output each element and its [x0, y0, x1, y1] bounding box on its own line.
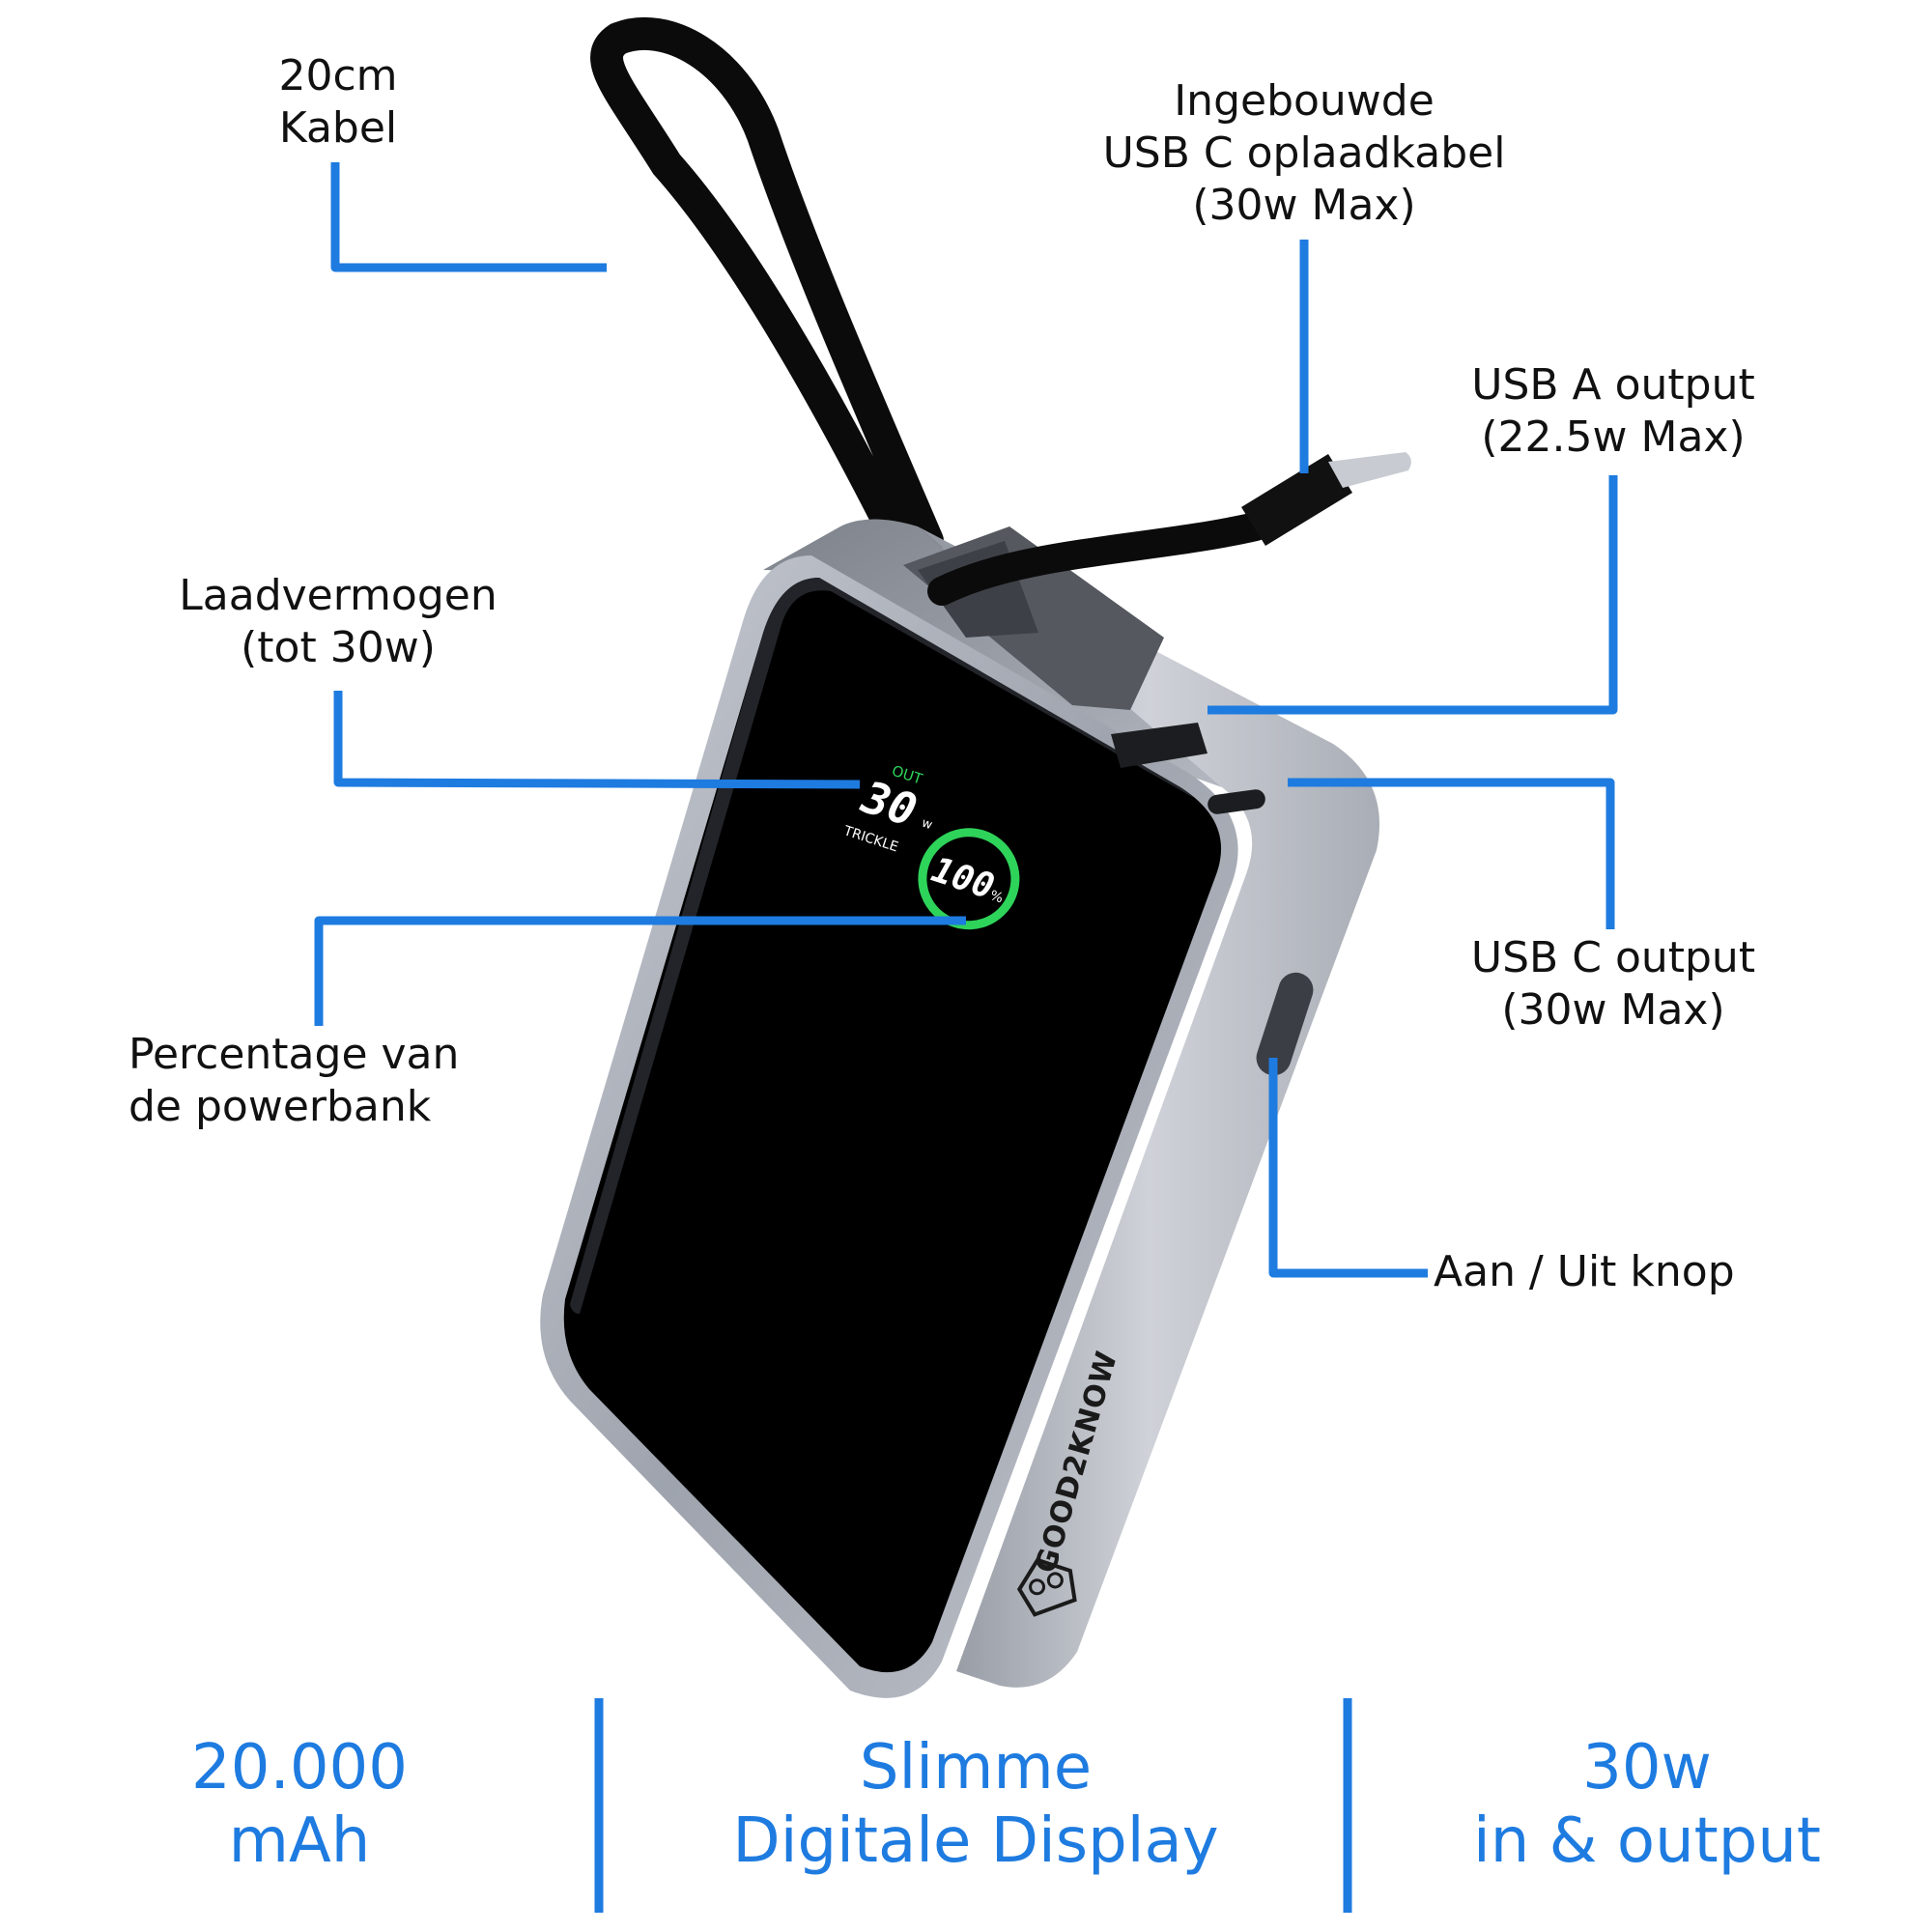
callout-percentage: Percentage van de powerbank — [128, 1029, 459, 1133]
feature-display-line1: Slimme — [859, 1732, 1093, 1804]
callout-usb-a-line2: (22.5w Max) — [1481, 412, 1746, 462]
callout-line-charging-power — [333, 691, 861, 789]
feature-display: Slimme Digitale Display — [676, 1731, 1275, 1878]
callout-builtin-cable-line1: Ingebouwde — [1174, 76, 1435, 126]
callout-charging-power-line2: (tot 30w) — [241, 623, 436, 672]
callout-line-usb-c — [1288, 778, 1615, 929]
callout-builtin-cable-line2: USB C oplaadkabel — [1102, 128, 1506, 178]
callout-cable-length-line1: 20cm — [278, 51, 398, 100]
power-button — [1256, 972, 1314, 1076]
device-top-face — [763, 519, 1222, 787]
callout-usb-a-line1: USB A output — [1471, 360, 1755, 410]
callout-line-usb-a — [1208, 475, 1618, 715]
feature-power: 30w in & output — [1420, 1731, 1874, 1878]
callout-builtin-cable: Ingebouwde USB C oplaadkabel (30w Max) — [1063, 75, 1546, 232]
usb-a-port — [1111, 723, 1208, 768]
cable-loop — [590, 17, 944, 567]
feature-capacity: 20.000 mAh — [106, 1731, 493, 1878]
feature-power-line1: 30w — [1582, 1732, 1712, 1804]
device-side-face — [918, 526, 1379, 1688]
callout-usb-c-line2: (30w Max) — [1501, 985, 1725, 1035]
feature-capacity-line2: mAh — [228, 1805, 371, 1877]
usb-c-plug-tip — [1328, 452, 1411, 488]
callout-percentage-line2: de powerbank — [128, 1082, 432, 1131]
callout-builtin-cable-line3: (30w Max) — [1192, 181, 1416, 230]
cable-to-plug — [927, 512, 1270, 606]
owl-logo-icon — [1016, 1557, 1077, 1617]
callout-lines — [314, 162, 1618, 1913]
display-power-unit: w — [920, 815, 934, 834]
callout-cable-length: 20cm Kabel — [251, 50, 425, 155]
callout-usb-c-line1: USB C output — [1470, 933, 1756, 982]
usb-c-plug-housing — [1241, 454, 1352, 546]
feature-power-line2: in & output — [1472, 1805, 1822, 1877]
callout-charging-power: Laadvermogen (tot 30w) — [145, 570, 531, 674]
callout-charging-power-line1: Laadvermogen — [179, 571, 497, 620]
callout-line-power-button — [1268, 1058, 1428, 1278]
callout-line-percentage — [314, 916, 966, 1026]
device-screen — [563, 578, 1222, 1673]
feature-capacity-line1: 20.000 — [191, 1732, 408, 1804]
callout-usb-c: USB C output (30w Max) — [1430, 932, 1797, 1037]
feature-display-line2: Digitale Display — [732, 1805, 1219, 1877]
callout-line-cable — [330, 162, 607, 272]
callout-percentage-line1: Percentage van — [128, 1030, 460, 1079]
callout-power-button: Aan / Uit knop — [1434, 1247, 1735, 1296]
usb-c-port — [1208, 789, 1265, 814]
callout-usb-a: USB A output (22.5w Max) — [1430, 359, 1797, 464]
callout-cable-length-line2: Kabel — [278, 103, 398, 153]
